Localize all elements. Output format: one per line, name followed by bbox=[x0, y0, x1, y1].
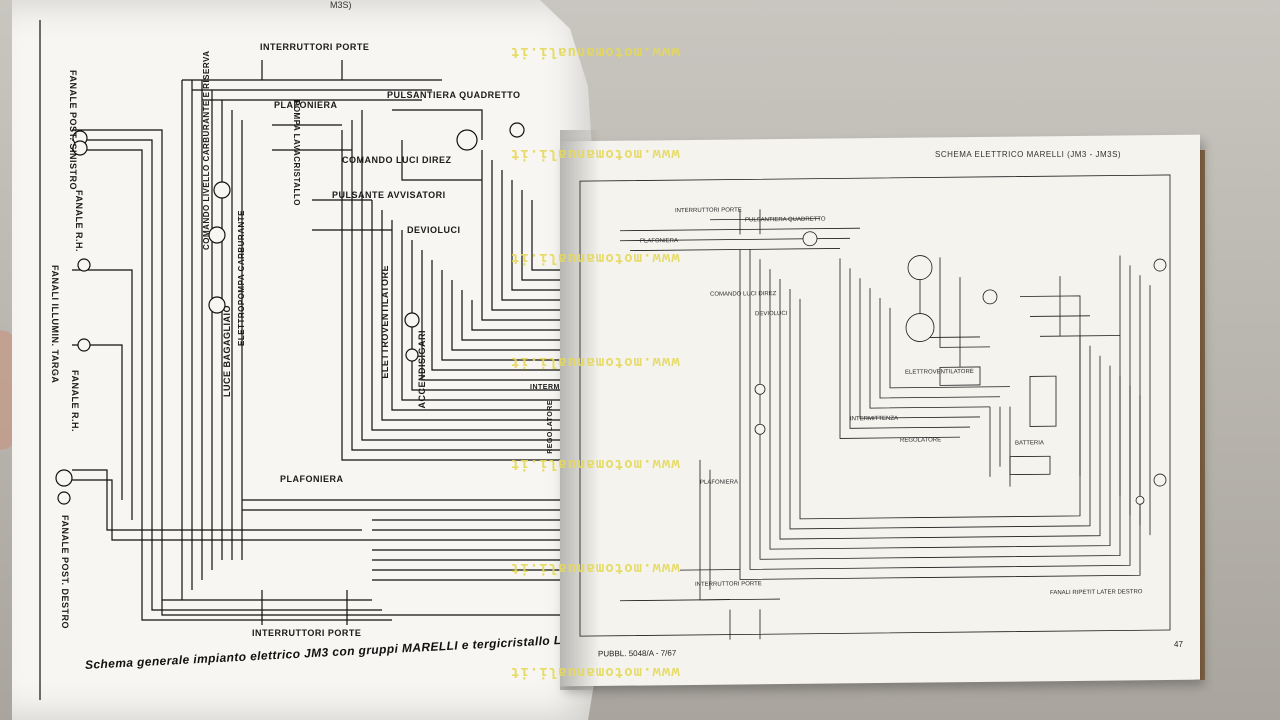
right-label-9: PLAFONIERA bbox=[700, 479, 739, 486]
left-vlabel-7: ELETTROPOMPA CARBURANTE bbox=[237, 210, 246, 346]
left-label-10: PLAFONIERA bbox=[280, 474, 344, 484]
left-vlabel-2: FANALI ILLUMIN. TARGA bbox=[50, 265, 60, 384]
left-label-3: COMANDO LUCI DIREZ bbox=[342, 155, 452, 165]
right-label-10: INTERRUTTORI PORTE bbox=[695, 581, 762, 588]
left-label-9: REGOLATORE bbox=[547, 400, 554, 454]
left-wiring-diagram bbox=[39, 20, 572, 700]
left-label-5: DEVIOLUCI bbox=[407, 225, 461, 235]
left-page: INTERRUTTORI PORTE PULSANTIERA QUADRETTO… bbox=[12, 0, 594, 720]
publication-code: PUBBL. 5048/A - 7/67 bbox=[597, 648, 677, 659]
watermark-5: www.motomanuali.it bbox=[510, 456, 680, 472]
right-label-8: BATTERIA bbox=[1015, 440, 1044, 447]
watermark-4: www.motomanuali.it bbox=[510, 354, 680, 370]
watermark-7: www.motomanuali.it bbox=[510, 664, 680, 680]
left-label-6: ELETTROVENTILATORE bbox=[380, 265, 390, 379]
left-label-0: INTERRUTTORI PORTE bbox=[260, 42, 370, 52]
left-vlabel-3: FANALE R.H. bbox=[70, 370, 80, 433]
left-label-11: INTERRUTTORI PORTE bbox=[252, 628, 362, 638]
left-vlabel-6: COMANDO LIVELLO CARBURANTE E RISERVA bbox=[202, 50, 211, 251]
right-label-6: INTERMITTENZA bbox=[850, 415, 898, 423]
right-label-5: ELETTROVENTILATORE bbox=[905, 369, 974, 376]
right-wiring-diagram bbox=[579, 174, 1171, 640]
left-label-1: PULSANTIERA QUADRETTO bbox=[387, 90, 521, 100]
right-label-3: COMANDO LUCI DIREZ bbox=[710, 291, 777, 298]
right-label-4: DEVIOLUCI bbox=[755, 310, 788, 318]
watermark-1: www.motomanuali.it bbox=[510, 44, 680, 60]
right-label-11: FANALI RIPETIT LATER DESTRO bbox=[1050, 589, 1143, 597]
left-vlabel-5: POMPA LAVACRISTALLO bbox=[292, 100, 301, 206]
left-label-2: PLAFONIERA bbox=[274, 100, 338, 110]
left-label-7: ACCENDISIGARI bbox=[417, 330, 427, 409]
left-vlabel-1: FANALE R.H. bbox=[74, 190, 84, 253]
left-vlabel-8: LUCE BAGAGLIAIO bbox=[222, 305, 232, 397]
watermark-6: www.motomanuali.it bbox=[510, 560, 680, 576]
right-label-1: PULSANTIERA QUADRETTO bbox=[745, 216, 826, 224]
left-vlabel-0: FANALE POST. SINISTRO bbox=[68, 70, 78, 191]
right-label-2: PLAFONIERA bbox=[640, 238, 679, 245]
right-label-0: INTERRUTTORI PORTE bbox=[675, 207, 742, 215]
right-page: INTERRUTTORI PORTE PULSANTIERA QUADRETTO… bbox=[560, 134, 1200, 687]
watermark-3: www.motomanuali.it bbox=[510, 250, 680, 266]
right-label-7: REGOLATORE bbox=[900, 437, 942, 444]
left-vlabel-4: FANALE POST. DESTRO bbox=[60, 515, 70, 630]
top-cut-label: M3S) bbox=[330, 0, 352, 10]
left-label-4: PULSANTE AVVISATORI bbox=[332, 190, 446, 200]
book-gutter-shadow bbox=[560, 130, 600, 690]
page-number: 47 bbox=[1174, 640, 1183, 649]
right-page-header: SCHEMA ELETTRICO MARELLI (JM3 - JM3S) bbox=[935, 150, 1122, 159]
watermark-2: www.motomanuali.it bbox=[510, 146, 680, 162]
